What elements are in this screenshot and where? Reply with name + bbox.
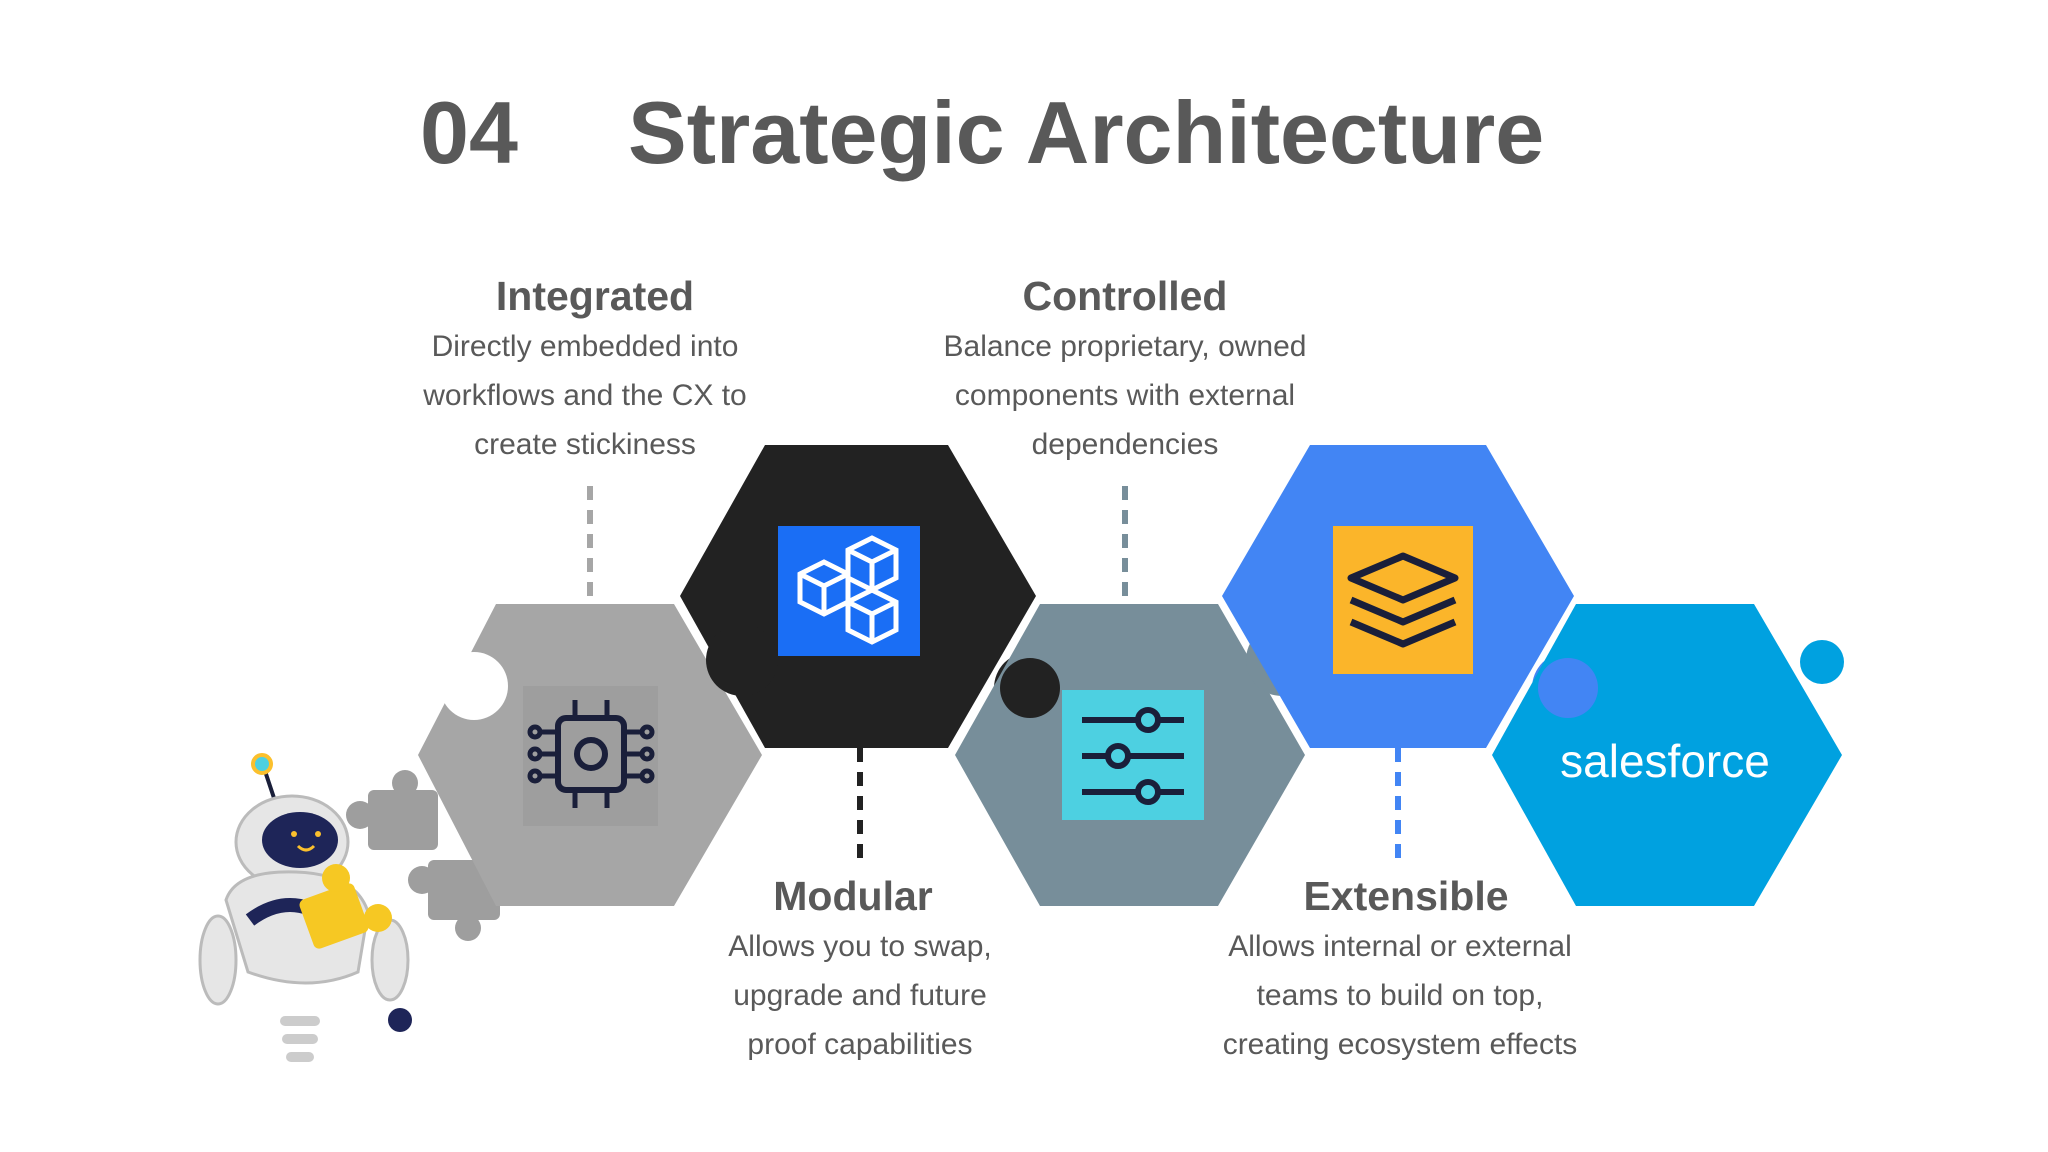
desc-integrated-line2: workflows and the CX to [423, 379, 747, 412]
heading-modular: Modular [773, 873, 933, 919]
sliders-icon [1062, 690, 1204, 820]
desc-controlled-line3: dependencies [1031, 428, 1219, 461]
desc-modular-line1: Allows you to swap, [728, 930, 992, 963]
chip-gear-icon [523, 686, 658, 826]
desc-extensible-line3: creating ecosystem effects [1222, 1028, 1578, 1061]
heading-integrated: Integrated [495, 273, 695, 319]
page-title: 04 Strategic Architecture [0, 78, 2048, 188]
desc-controlled-line1: Balance proprietary, owned [943, 330, 1307, 363]
robot-mascot [198, 753, 412, 1062]
desc-integrated-line1: Directly embedded into [431, 330, 739, 363]
salesforce-logo: salesforce [1560, 735, 1770, 787]
block-integrated: Integrated Directly embedded into workfl… [385, 270, 785, 469]
puzzle-notch-salesforce [1538, 658, 1598, 718]
puzzle-notch-slate [1000, 658, 1060, 718]
desc-controlled-line2: components with external [954, 379, 1296, 412]
section-title: Strategic Architecture [628, 83, 1545, 182]
desc-integrated-line3: create stickiness [474, 428, 696, 461]
block-extensible: Extensible Allows internal or external t… [1190, 870, 1610, 1069]
block-modular: Modular Allows you to swap, upgrade and … [660, 870, 1060, 1069]
block-controlled: Controlled Balance proprietary, owned co… [925, 270, 1325, 469]
heading-extensible: Extensible [1303, 873, 1509, 919]
desc-modular-line2: upgrade and future [733, 979, 987, 1012]
desc-extensible-line1: Allows internal or external [1228, 930, 1572, 963]
cubes-icon [778, 526, 920, 656]
desc-modular-line3: proof capabilities [747, 1028, 973, 1061]
puzzle-notch-grey [440, 652, 508, 720]
section-number: 04 [420, 83, 518, 182]
desc-extensible-line2: teams to build on top, [1256, 979, 1544, 1012]
heading-controlled: Controlled [1022, 273, 1228, 319]
puzzle-tab-black-left [706, 624, 778, 696]
puzzle-tab-salesforce [1800, 640, 1844, 684]
layers-icon [1333, 526, 1473, 674]
